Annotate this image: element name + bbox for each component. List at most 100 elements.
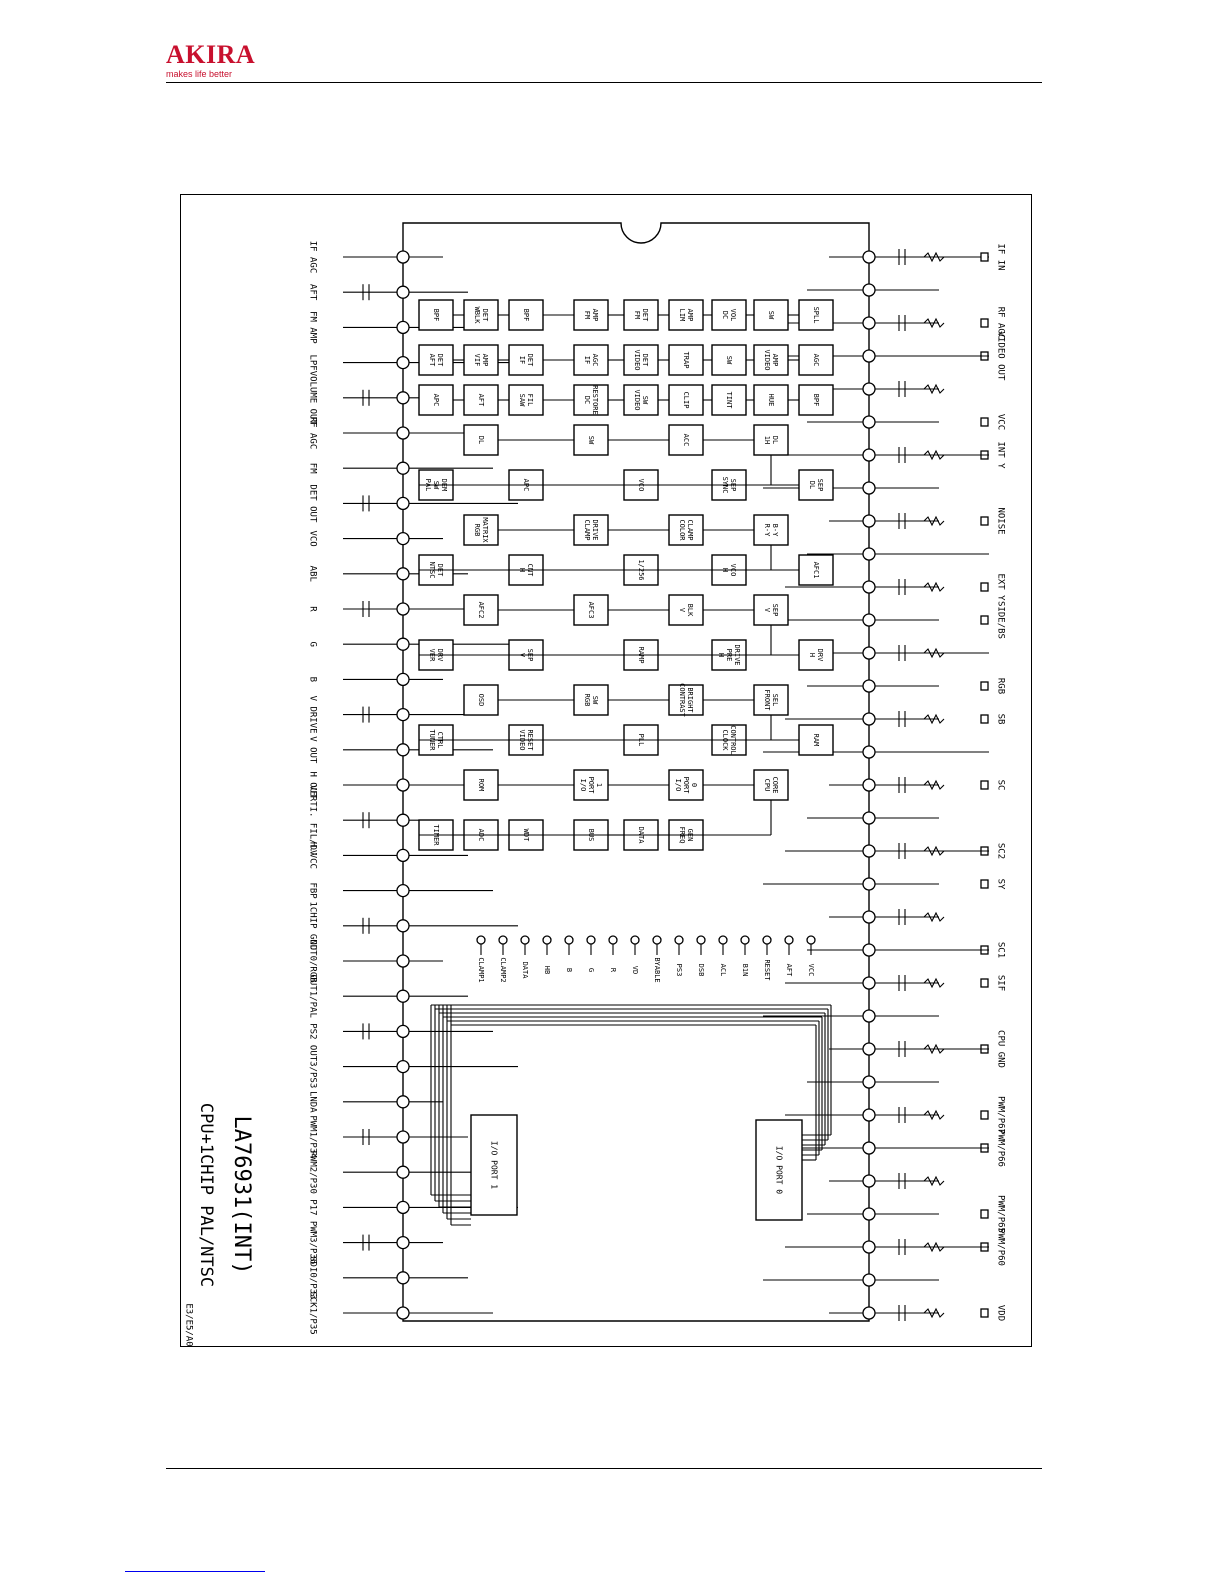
pin-right — [862, 1108, 876, 1122]
function-block-label: SW — [767, 311, 775, 320]
function-block-label: CORE — [771, 777, 779, 794]
bus-pin-label: ACL — [719, 964, 727, 977]
pin-left-label: ABL — [308, 566, 318, 582]
terminal — [980, 879, 989, 889]
function-block-label: VIDEO — [633, 389, 641, 410]
function-block-label: PORT — [682, 777, 690, 795]
pin-right — [862, 448, 876, 462]
function-block — [753, 684, 789, 716]
bus-pin-label: B1N — [741, 964, 749, 977]
function-block-label: SEP — [771, 604, 779, 617]
pin-right-label: CPU GND — [996, 1030, 1006, 1068]
function-block — [573, 299, 609, 331]
pin-right-label: VCC — [996, 414, 1006, 430]
function-block — [798, 344, 834, 376]
function-block — [418, 344, 454, 376]
pin-left — [396, 1024, 410, 1039]
resistor — [923, 1175, 945, 1187]
function-block-label: ACC — [682, 434, 690, 447]
pin-left-label: AFT — [308, 284, 318, 301]
ic-outline — [402, 222, 870, 1322]
function-block-label: APC — [432, 394, 440, 407]
function-block-label: CONTRAST — [678, 683, 686, 718]
function-block-label: LIM — [678, 309, 686, 322]
function-block — [668, 514, 704, 546]
bus-pin — [542, 935, 552, 945]
pin-right — [862, 976, 876, 990]
pin-left — [396, 1165, 410, 1179]
bus-pin — [564, 935, 574, 945]
pin-right — [862, 1273, 876, 1287]
function-block — [668, 299, 704, 331]
pin-left — [396, 989, 410, 1003]
resistor — [923, 251, 945, 263]
function-block-label: CLAMP — [686, 519, 694, 540]
resistor — [923, 911, 945, 923]
pin-right — [862, 514, 876, 528]
brand-name: AKIRA — [166, 40, 256, 69]
function-block — [573, 514, 609, 546]
pin-right-label: SY — [996, 879, 1006, 890]
function-block-label: DC — [583, 396, 591, 404]
pin-right — [862, 844, 876, 858]
function-block-label: DET — [481, 309, 489, 322]
pin-left — [396, 250, 410, 264]
pin-left — [396, 848, 410, 863]
function-block-label: OSD — [477, 694, 485, 707]
pin-left — [396, 743, 410, 757]
function-block — [418, 299, 454, 331]
pin-left-label: PWM3/P36 — [308, 1221, 318, 1264]
function-block-label: AGC — [812, 354, 820, 367]
function-block-label: DET — [526, 354, 534, 367]
function-block-label: AFC1 — [812, 562, 820, 579]
function-block-label: SW — [725, 356, 733, 365]
function-block-label: AFC3 — [587, 602, 595, 619]
function-block — [711, 344, 747, 376]
function-block — [753, 299, 789, 331]
pin-left-label: SCK1/P35 — [308, 1291, 318, 1334]
bus-pin-label: RESET — [763, 959, 771, 981]
pin-right — [862, 1042, 876, 1056]
function-block-label: BPF — [522, 309, 530, 322]
brand-tagline: makes life better — [166, 69, 233, 79]
function-block-label: H — [808, 653, 816, 657]
bus-pin — [608, 935, 618, 945]
function-block-label: ROM — [477, 779, 485, 792]
bus-pin-label: AFT — [785, 964, 793, 977]
bus-pin-label: DATA — [521, 962, 529, 980]
terminal — [980, 252, 989, 262]
function-block-label: AMP — [591, 309, 599, 322]
resistor — [923, 383, 945, 395]
bus-pin — [674, 935, 684, 945]
pin-left — [396, 426, 410, 440]
bus-pin — [520, 935, 530, 945]
bus-pin-label: HB — [543, 966, 551, 974]
function-block-label: TRAP — [682, 352, 690, 369]
pin-right — [862, 1207, 876, 1221]
function-block-label: BPF — [812, 394, 820, 407]
function-block — [798, 384, 834, 416]
pin-left-label: VCO — [308, 530, 318, 546]
resistor — [923, 845, 945, 857]
function-block-label: HUE — [767, 394, 775, 407]
function-block-label: RGB — [583, 694, 591, 707]
resistor — [923, 449, 945, 461]
pin-left-label: PWM1/P34 — [308, 1115, 318, 1158]
pin-right — [862, 646, 876, 660]
function-block-label: RESTORE — [591, 385, 599, 415]
function-block-label: DET — [436, 354, 444, 367]
function-block-label: SW — [641, 396, 649, 405]
pin-right-label: SB — [996, 714, 1006, 725]
function-block — [668, 684, 704, 716]
footer-link-underline[interactable] — [125, 1571, 265, 1572]
terminal — [980, 681, 989, 691]
function-block — [508, 344, 544, 376]
function-block-label: AMP — [481, 354, 489, 367]
bus-pin-label: CLAMP1 — [477, 957, 485, 982]
function-block-label: VIDEO — [763, 349, 771, 370]
function-block — [798, 724, 834, 756]
pin-left — [396, 813, 410, 827]
pin-right — [862, 1240, 876, 1254]
pin-left — [396, 391, 410, 405]
